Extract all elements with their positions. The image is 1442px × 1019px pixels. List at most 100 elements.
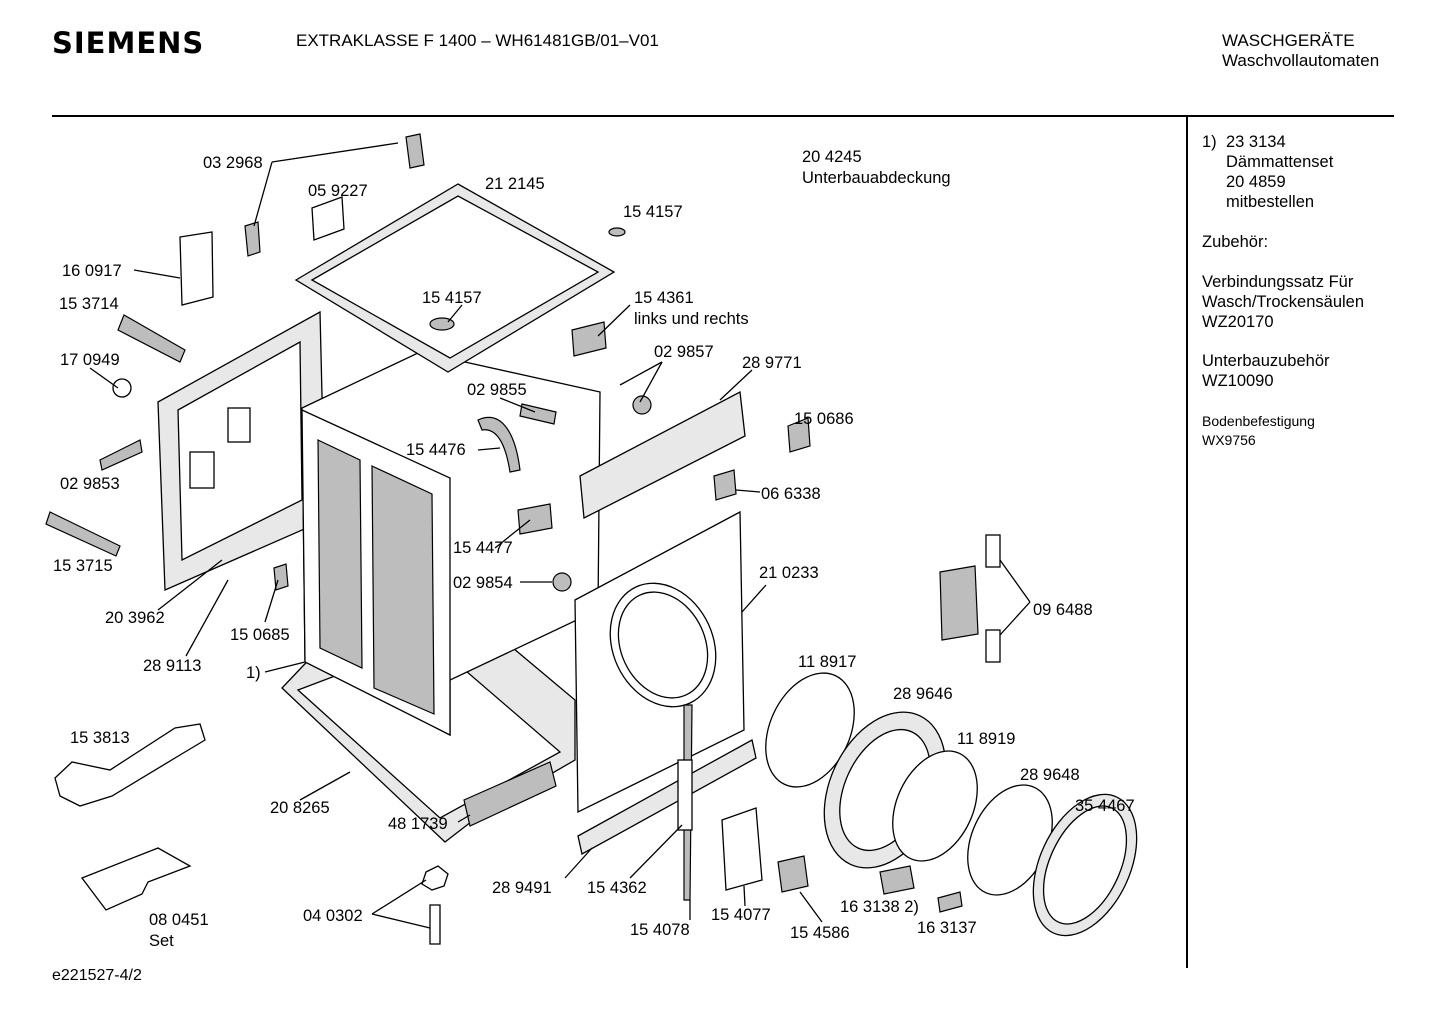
note-1-line-2: 20 4859 <box>1226 173 1286 191</box>
header-rule <box>52 115 1394 117</box>
part-label: 15 3714 <box>59 295 119 313</box>
nut-part-029854 <box>552 572 572 592</box>
part-label: 06 6338 <box>761 485 821 503</box>
top-cover-surface <box>310 195 600 359</box>
part-label: 02 9854 <box>453 574 513 592</box>
part-label: 15 0685 <box>230 626 290 644</box>
part-label: 28 9771 <box>742 354 802 372</box>
foot-part-029853 <box>99 439 143 471</box>
part-label: 15 3813 <box>70 729 130 747</box>
screw-part-040302 <box>429 904 441 945</box>
part-label: 11 8917 <box>798 653 857 671</box>
accessory-1-line-2: Wasch/Trockensäulen <box>1202 293 1365 311</box>
accessory-1-line-1: Verbindungssatz Für <box>1202 273 1354 291</box>
part-label: 15 0686 <box>794 410 854 428</box>
part-label: 04 0302 <box>303 907 363 925</box>
category-heading: WASCHGERÄTE Waschvollautomaten <box>1222 31 1379 71</box>
clip-part-032968-b <box>244 221 261 257</box>
exploded-view-diagram <box>45 133 1138 945</box>
front-panel-door-opening-inner <box>617 591 709 699</box>
part-label: 28 9113 <box>143 657 202 675</box>
part-label: 28 9648 <box>1020 766 1080 784</box>
part-label: 16 0917 <box>62 262 122 280</box>
side-panel-cutout-1 <box>227 407 251 443</box>
accessory-2: Unterbauzubehör WZ10090 <box>1202 351 1330 391</box>
part-label: 20 8265 <box>270 799 330 817</box>
part-label: 48 1739 <box>388 815 448 833</box>
part-label: 15 4157 <box>422 289 482 307</box>
part-label: 15 4078 <box>630 921 690 939</box>
leader-lines <box>89 142 1031 929</box>
nut-part-029857 <box>632 395 652 415</box>
part-label: 03 2968 <box>203 154 263 172</box>
note-1-number: 23 3134 <box>1226 133 1286 151</box>
part-label: 15 4477 <box>453 539 513 557</box>
accessory-1: Verbindungssatz Für Wasch/Trockensäulen … <box>1202 272 1364 332</box>
pin-part-096488-b <box>985 629 1001 663</box>
part-description: Set <box>149 932 174 950</box>
part-label: 15 4362 <box>587 879 647 897</box>
part-label: 08 0451 <box>149 911 209 929</box>
part-label: 28 9491 <box>492 879 552 897</box>
note-1-marker: 1) <box>1202 133 1217 151</box>
latch-part-154586 <box>777 855 809 893</box>
part-label: 16 3138 2) <box>840 898 919 916</box>
side-panel-divider <box>1186 117 1188 968</box>
door-glass-part-118919 <box>892 750 978 862</box>
part-label: 02 9853 <box>60 475 120 493</box>
accessory-2-line-2: WZ10090 <box>1202 372 1274 390</box>
accessory-3: Bodenbefestigung WX9756 <box>1202 412 1315 450</box>
side-panel-window <box>177 340 303 562</box>
top-rail-part <box>579 390 746 520</box>
part-label: 28 9646 <box>893 685 953 703</box>
cable-sleeve-part-154362 <box>677 759 693 831</box>
part-description: links und rechts <box>634 310 749 328</box>
category-line-2: Waschvollautomaten <box>1222 51 1380 70</box>
plug-part-154157 <box>608 227 626 237</box>
note-1-line-3: mitbestellen <box>1226 193 1315 211</box>
part-label: 11 8919 <box>957 730 1016 748</box>
bracket-set-part-080451 <box>80 847 192 911</box>
pin-part-096488-a <box>985 534 1001 568</box>
accessory-3-line-2: WX9756 <box>1202 432 1256 448</box>
spanner-part-153813 <box>54 723 206 807</box>
part-label: 17 0949 <box>60 351 120 369</box>
ring-part-066338 <box>713 469 737 501</box>
accessories-heading: Zubehör: <box>1202 233 1269 251</box>
part-label: 15 4586 <box>790 924 850 942</box>
side-panel-slot-2 <box>371 465 435 715</box>
part-label: 05 9227 <box>308 182 368 200</box>
door-ring-inner <box>1042 805 1128 925</box>
part-label: 15 4077 <box>711 906 771 924</box>
model-title: EXTRAKLASSE F 1400 – WH61481GB/01–V01 <box>296 31 659 50</box>
category-line-1: WASCHGERÄTE <box>1222 31 1355 50</box>
part-label: 02 9855 <box>467 381 527 399</box>
shock-absorber-part-153715 <box>45 511 121 557</box>
part-label: 21 0233 <box>759 564 819 582</box>
strut-part-154476 <box>477 416 521 473</box>
kickplate-part <box>577 739 757 855</box>
door-lock-part-154077 <box>721 807 763 891</box>
bracket-part-160917 <box>179 231 214 306</box>
detergent-drawer-part <box>463 761 557 827</box>
part-label: 21 2145 <box>485 175 545 193</box>
spring-part-163137 <box>937 891 963 913</box>
drawing-id: e221527-4/2 <box>52 967 142 984</box>
part-label: 20 4245 <box>802 148 862 166</box>
part-label: 20 3962 <box>105 609 165 627</box>
part-label: 02 9857 <box>654 343 714 361</box>
bracket-part-154477 <box>517 503 553 535</box>
part-label: 15 4476 <box>406 441 466 459</box>
part-label: 09 6488 <box>1033 601 1093 619</box>
accessory-1-line-3: WZ20170 <box>1202 313 1274 331</box>
brand-logo: SIEMENS <box>52 26 205 60</box>
part-label: 15 4157 <box>623 203 683 221</box>
note-1-block: 23 3134 Dämmattenset 20 4859 mitbestelle… <box>1226 132 1333 212</box>
spacer-part-154361 <box>571 321 607 357</box>
clip-part-150686 <box>787 417 811 453</box>
plug-part-163138 <box>879 865 915 895</box>
side-panel-slot-1 <box>317 439 363 669</box>
side-panel-cutout-2 <box>189 451 215 489</box>
hinge-part-096488 <box>939 565 979 641</box>
spring-part-153714 <box>117 314 186 363</box>
